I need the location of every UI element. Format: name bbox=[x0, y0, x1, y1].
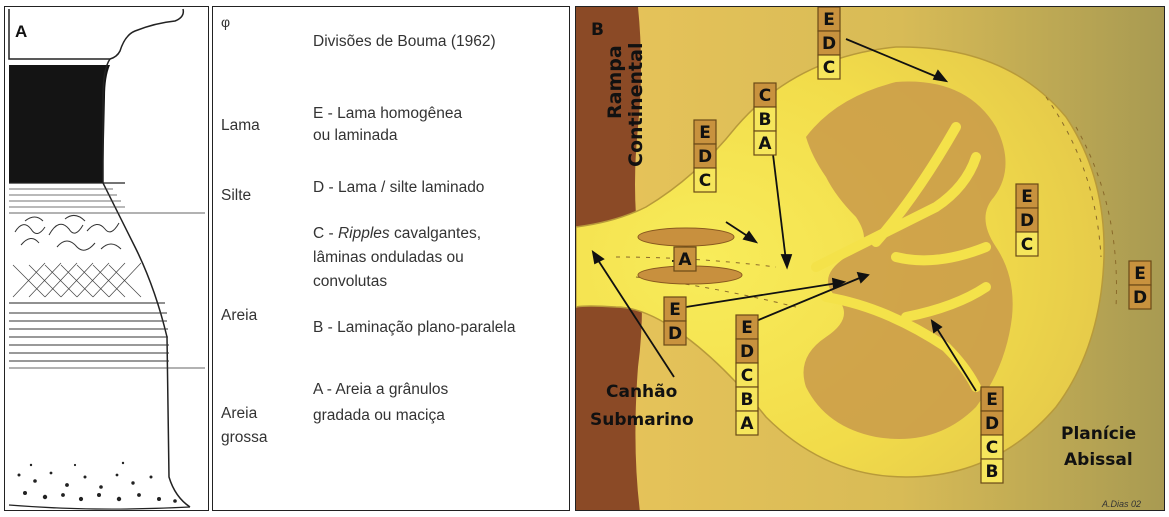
division-e-line2: ou laminada bbox=[313, 125, 397, 147]
grain-lama: Lama bbox=[221, 115, 260, 137]
stack-1-letter-B: B bbox=[759, 110, 772, 130]
panel-a-label: A bbox=[15, 22, 27, 41]
bouma-column-panel: A bbox=[4, 6, 209, 511]
stack-8-letter-B: B bbox=[986, 462, 999, 482]
stack-0-letter-D: D bbox=[822, 34, 836, 54]
stack-2-letter-E: E bbox=[699, 123, 711, 143]
proximal-lobe-upper bbox=[638, 228, 734, 246]
stack-3-letter-D: D bbox=[1020, 211, 1034, 231]
grain-areia: Areia bbox=[221, 305, 257, 327]
stack-7-letter-E: E bbox=[741, 318, 753, 338]
division-c-line2: lâminas onduladas ou bbox=[313, 247, 464, 269]
stack-6-letter-E: E bbox=[669, 300, 681, 320]
stack-7-letter-D: D bbox=[740, 342, 754, 362]
division-c-line1: C - Ripples cavalgantes, bbox=[313, 223, 481, 245]
division-e-line1: E - Lama homogênea bbox=[313, 103, 462, 125]
division-c-line3: convolutas bbox=[313, 271, 387, 293]
division-a-line2: gradada ou maciça bbox=[313, 405, 445, 427]
division-d: D - Lama / silte laminado bbox=[313, 177, 484, 199]
grain-areia-grossa-line2: grossa bbox=[221, 427, 268, 449]
credit: A.Dias 02 bbox=[1101, 499, 1141, 509]
stack-7-letter-C: C bbox=[741, 366, 753, 386]
stack-6-letter-D: D bbox=[668, 324, 682, 344]
table-header: Divisões de Bouma (1962) bbox=[313, 31, 496, 53]
submarine-fan-drawing: B Rampa Continental Canhão Submarino Pla… bbox=[576, 7, 1165, 511]
ramp-label-line2: Continental bbox=[625, 43, 647, 167]
stack-3-letter-C: C bbox=[1021, 235, 1033, 255]
stack-7-letter-B: B bbox=[741, 390, 754, 410]
stack-5-letter-A: A bbox=[678, 250, 692, 270]
stack-8-letter-C: C bbox=[986, 438, 998, 458]
stack-8-letter-D: D bbox=[985, 414, 999, 434]
stack-7-letter-A: A bbox=[740, 414, 754, 434]
mud-layer bbox=[9, 65, 110, 183]
plain-label-line1: Planície bbox=[1061, 424, 1136, 444]
stack-8-letter-E: E bbox=[986, 390, 998, 410]
grain-silte: Silte bbox=[221, 185, 251, 207]
stack-1-letter-C: C bbox=[759, 86, 771, 106]
stack-4-letter-D: D bbox=[1133, 288, 1147, 308]
panel-b-label: B bbox=[591, 20, 604, 40]
stack-2-letter-D: D bbox=[698, 147, 712, 167]
division-b: B - Laminação plano-paralela bbox=[313, 317, 515, 339]
stack-1-letter-A: A bbox=[758, 134, 772, 154]
bouma-divisions-table: φ Divisões de Bouma (1962) Lama E - Lama… bbox=[212, 6, 570, 511]
canyon-label-line2: Submarino bbox=[590, 410, 694, 430]
division-a-line1: A - Areia a grânulos bbox=[313, 379, 448, 401]
stack-0-letter-E: E bbox=[823, 10, 835, 30]
phi-symbol: φ bbox=[221, 11, 230, 33]
ramp-label-line1: Rampa bbox=[604, 45, 626, 119]
grain-areia-grossa-line1: Areia bbox=[221, 403, 257, 425]
canyon-label-line1: Canhão bbox=[606, 382, 677, 402]
stack-0-letter-C: C bbox=[823, 58, 835, 78]
stack-2-letter-C: C bbox=[699, 171, 711, 191]
stack-3-letter-E: E bbox=[1021, 187, 1033, 207]
plain-label-line2: Abissal bbox=[1064, 450, 1133, 470]
stack-4-letter-E: E bbox=[1134, 264, 1146, 284]
bouma-column-drawing: A bbox=[5, 7, 210, 512]
submarine-fan-panel: B Rampa Continental Canhão Submarino Pla… bbox=[575, 6, 1165, 511]
